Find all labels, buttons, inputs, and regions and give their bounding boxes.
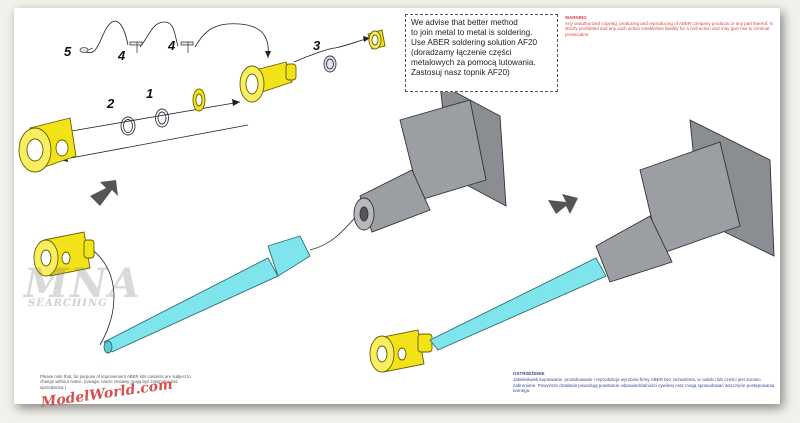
part-2-ring bbox=[120, 116, 136, 136]
guide-line bbox=[293, 37, 371, 63]
callout-line: Zastosuj nasz topnik AF20) bbox=[411, 68, 510, 77]
assembled-muzzle-brake-left bbox=[33, 231, 95, 277]
part-number-3: 3 bbox=[313, 38, 321, 53]
ostrzezenie-title: OSTRZEŻENIE bbox=[513, 371, 545, 376]
part-number-4a: 4 bbox=[118, 48, 126, 63]
part-number-4b: 4 bbox=[168, 38, 176, 53]
part-1-ring bbox=[155, 108, 169, 128]
footnote: Please note that, for purpose of improve… bbox=[40, 374, 191, 390]
guide-line bbox=[139, 21, 179, 48]
watermark-sub: SEARCHING bbox=[28, 298, 108, 309]
warning-title: WARNING bbox=[565, 15, 587, 20]
gun-mantlet-right bbox=[595, 119, 775, 283]
part-4-pin-b bbox=[180, 41, 194, 53]
warning-notice: WARNING Any unauthorized copying, produc… bbox=[565, 15, 777, 37]
callout-line: Use ABER soldering solution AF20 bbox=[411, 38, 538, 47]
callout-line: (doradzamy łączenie części bbox=[411, 48, 512, 57]
arrowhead bbox=[363, 36, 370, 42]
guide-line bbox=[309, 211, 361, 251]
part-number-5: 5 bbox=[64, 44, 72, 59]
part-number-2: 2 bbox=[107, 96, 115, 111]
ostrzezenie-notice: OSTRZEŻENIE Jakiekolwiek kopiowanie, pro… bbox=[513, 371, 778, 394]
warning-body: Any unauthorized copying, producing and … bbox=[565, 20, 773, 37]
soldering-callout: We advise that better method to join met… bbox=[405, 14, 558, 92]
part-3-ring bbox=[323, 55, 337, 73]
gun-mantlet-middle bbox=[353, 83, 507, 233]
barrel-left bbox=[103, 235, 311, 354]
part-muzzle-brake-brass bbox=[239, 61, 297, 103]
part-4-pin-a bbox=[129, 41, 143, 53]
guide-line bbox=[89, 247, 115, 346]
watermark-logo-top: MNA bbox=[24, 260, 142, 307]
part-5-pin bbox=[79, 47, 94, 53]
assembled-muzzle-brake-right bbox=[369, 329, 433, 373]
guide-line bbox=[194, 23, 269, 59]
part-collar-brass bbox=[192, 88, 206, 112]
callout-line: to join metal to metal is soldering. bbox=[411, 28, 533, 37]
direction-arrow-right bbox=[548, 194, 578, 214]
barrel-right bbox=[429, 257, 607, 351]
callout-line: We advise that better method bbox=[411, 18, 518, 27]
guide-line bbox=[59, 101, 241, 134]
part-number-1: 1 bbox=[146, 86, 154, 101]
arrowhead bbox=[265, 51, 271, 58]
part-tip-brass bbox=[367, 29, 386, 50]
guide-line bbox=[59, 124, 249, 161]
part-large-muzzle-brake-brass bbox=[18, 117, 77, 173]
ostrzezenie-body: Jakiekolwiek kopiowanie, produkowanie i … bbox=[513, 376, 775, 394]
direction-arrow-left bbox=[90, 180, 118, 206]
guide-line bbox=[83, 20, 129, 54]
callout-line: metalowych za pomocą lutowania. bbox=[411, 58, 536, 67]
arrowhead bbox=[232, 99, 240, 106]
